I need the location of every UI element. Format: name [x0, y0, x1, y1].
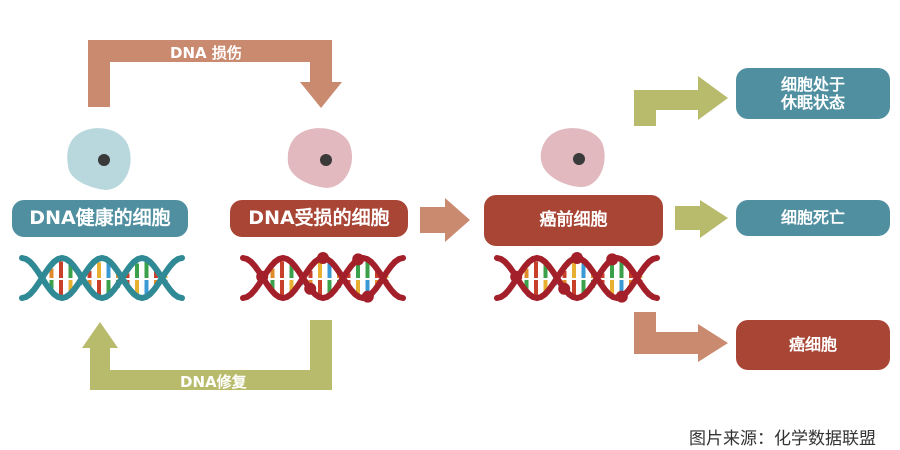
dormant-arrow: [634, 76, 728, 126]
dna-repair-arrow: [82, 320, 332, 390]
damage-spot: [317, 252, 329, 264]
dna-damage-arrow: [88, 40, 342, 108]
precancer-dna-icon: [494, 252, 660, 303]
damage-spot: [606, 253, 619, 266]
dormant-outcome-box: 细胞处于 休眠状态: [736, 68, 890, 119]
damaged-cell-icon: [287, 128, 353, 188]
image-source-caption: 图片来源：化学数据联盟: [689, 429, 876, 449]
cancer-outcome-box: 癌细胞: [736, 320, 890, 370]
damage-spot: [510, 270, 523, 283]
healthy-cell-label: DNA健康的细胞: [12, 200, 188, 237]
precancer-cell-label: 癌前细胞: [484, 195, 663, 246]
dormant-line-1: 细胞处于: [780, 74, 845, 94]
precancer-cell-icon: [540, 128, 605, 188]
dna-repair-label: DNA修复: [180, 373, 247, 391]
death-outcome-box: 细胞死亡: [736, 200, 890, 236]
damage-spot: [304, 282, 317, 295]
damage-spot: [571, 252, 583, 264]
damage-spot: [361, 290, 374, 303]
damaged-cell-label: DNA受损的细胞: [230, 200, 408, 237]
damage-spot: [352, 253, 365, 266]
healthy-cell-icon: [67, 128, 131, 190]
healthy-dna-icon: [19, 254, 185, 302]
damage-spot: [615, 290, 628, 303]
dna-damage-label: DNA 损伤: [170, 44, 242, 62]
damage-spot: [558, 282, 571, 295]
progression-arrow: [420, 198, 470, 242]
dormant-line-2: 休眠状态: [780, 92, 845, 112]
damage-spot: [256, 270, 269, 283]
damaged-dna-icon: [240, 252, 406, 303]
death-arrow: [675, 200, 728, 238]
cancer-arrow: [634, 312, 728, 362]
